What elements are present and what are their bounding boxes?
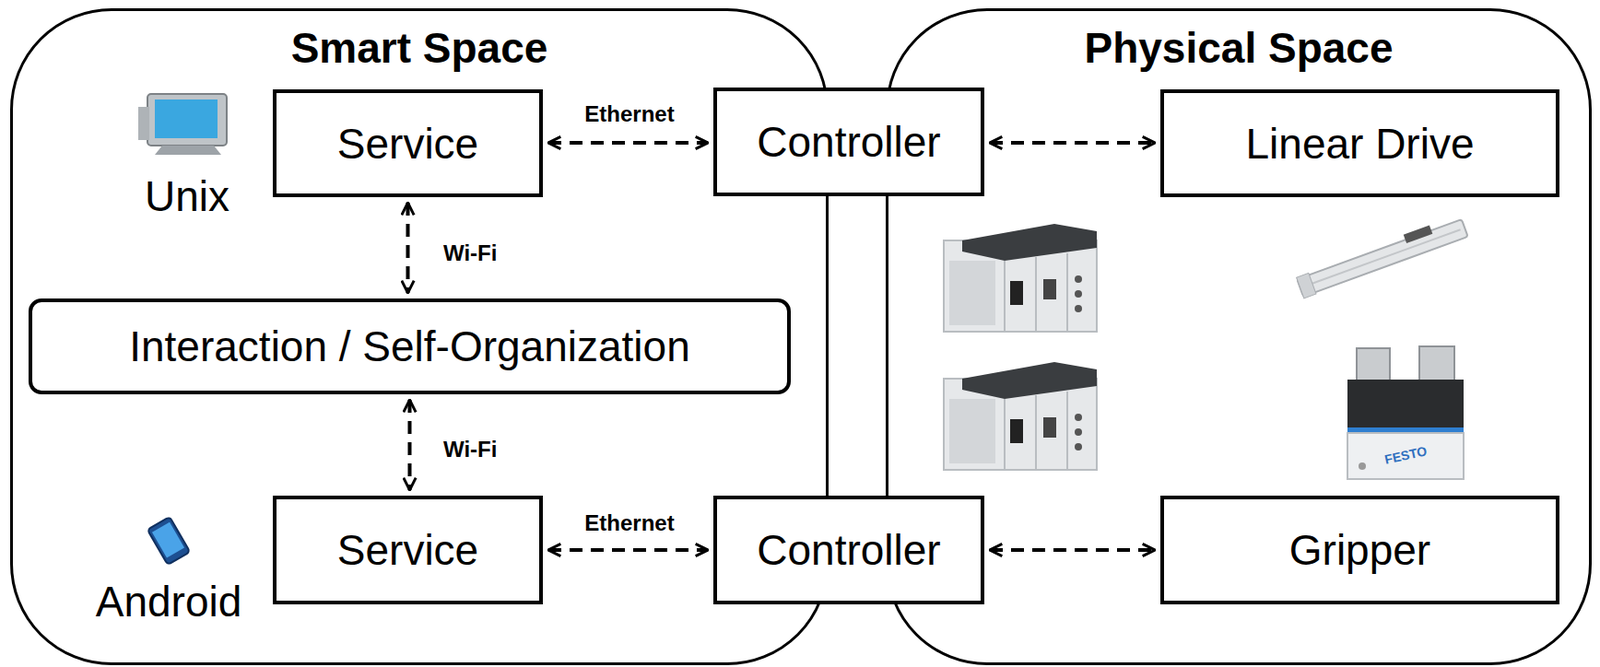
phone-icon [147, 517, 190, 565]
device-box: Linear Drive [1160, 89, 1560, 198]
linear-drive-picture [1294, 213, 1469, 298]
link-label: Wi-Fi [440, 240, 500, 267]
box-label: Interaction / Self-Organization [129, 321, 691, 372]
box-label: Controller [756, 117, 941, 167]
box-label: Service [337, 118, 479, 169]
box-label: Linear Drive [1246, 118, 1475, 169]
box-label: Gripper [1289, 525, 1431, 576]
link-label: Ethernet [581, 101, 677, 128]
os-label: Android [95, 577, 243, 627]
os-label: Unix [144, 172, 230, 222]
box-label: Controller [756, 525, 941, 576]
service-box: Service [272, 495, 543, 605]
controller-device [943, 362, 1097, 471]
monitor-icon [138, 94, 227, 155]
smart-space-region: Smart SpaceServiceInteraction / Self-Org… [10, 8, 829, 666]
region-title: Physical Space [888, 23, 1589, 72]
link-label: Wi-Fi [440, 436, 500, 463]
region-title: Smart Space [12, 23, 826, 72]
dashed-connector [989, 141, 1155, 145]
physical-space-region: Physical SpaceLinear DriveGripper [885, 8, 1592, 666]
controller-device [943, 223, 1097, 332]
dashed-connector [548, 548, 708, 553]
service-box: Service [272, 89, 543, 198]
link-label: Ethernet [581, 510, 677, 537]
dashed-connector [548, 141, 708, 145]
dashed-connector [989, 548, 1155, 553]
device-box: Gripper [1160, 495, 1560, 605]
controller-box: Controller [713, 495, 985, 605]
box-label: Service [337, 525, 479, 576]
controller-box: Controller [713, 87, 985, 197]
dashed-connector [408, 400, 412, 491]
interaction-box: Interaction / Self-Organization [28, 298, 791, 395]
dashed-connector [406, 202, 411, 294]
gripper-picture [1347, 346, 1464, 480]
